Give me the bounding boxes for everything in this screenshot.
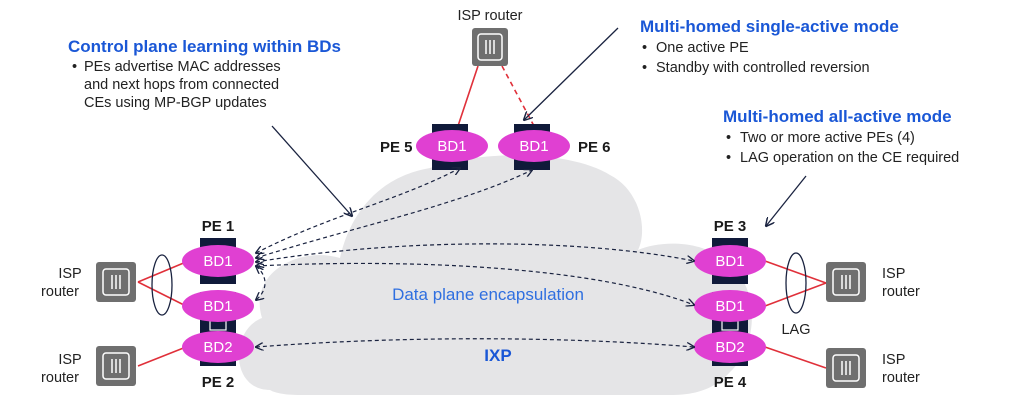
right-isp-router-2-label-router: router — [882, 370, 920, 386]
pe3-bd1 — [694, 245, 766, 277]
data-plane-label: Data plane encapsulation — [392, 285, 584, 304]
pe2-bd2-label: BD2 — [203, 339, 232, 356]
single-active-title: Multi-homed single-active mode — [640, 17, 899, 36]
pe2-pe4-bd2-arrow — [256, 338, 694, 347]
single-active-bullet-dot-2: • — [642, 60, 647, 76]
pe5-bd1-label: BD1 — [437, 138, 466, 155]
all-active-bullet-dot-1: • — [726, 130, 731, 146]
pe1-pe3-arrow — [256, 243, 694, 262]
all-active-bullet-dot-2: • — [726, 150, 731, 166]
right-isp-router-1-label-router: router — [882, 284, 920, 300]
pe2-bd1-label: BD1 — [203, 298, 232, 315]
single-active-bullet-dot-1: • — [642, 40, 647, 56]
right-lag-oval — [785, 252, 807, 314]
isp-router-top-label: ISP router — [457, 8, 522, 24]
pe2-bd1 — [182, 290, 254, 322]
pe1-pe2-arrow — [256, 266, 266, 300]
right-isp-router-1-label-isp: ISP — [882, 266, 905, 282]
pe4-bd1 — [694, 290, 766, 322]
pe4-bd2-label: BD2 — [715, 339, 744, 356]
pe1-label: PE 1 — [202, 218, 235, 235]
pe1-bd1-label: BD1 — [203, 253, 232, 270]
pe6-bd1 — [498, 130, 570, 162]
pe4-bd2 — [694, 331, 766, 363]
ixp-label: IXP — [484, 346, 511, 365]
control-plane-bullet-line-1: PEs advertise MAC addresses — [84, 59, 281, 75]
control-plane-bullet-line-3: CEs using MP-BGP updates — [84, 95, 267, 111]
all-active-bullet-1: Two or more active PEs (4) — [740, 130, 915, 146]
pe3-label: PE 3 — [714, 218, 747, 235]
all-active-title: Multi-homed all-active mode — [723, 107, 952, 126]
pe6-label: PE 6 — [578, 139, 611, 156]
pe2-label: PE 2 — [202, 374, 235, 391]
left-isp1-to-pe2 — [137, 281, 187, 307]
left-lag-oval — [151, 254, 173, 316]
lag-label: LAG — [781, 322, 810, 338]
pe5-to-isp-link — [457, 65, 479, 127]
pe2-bd2 — [182, 331, 254, 363]
pe1-bd1 — [182, 245, 254, 277]
pe6-to-isp-standby-link — [501, 65, 535, 127]
left-isp-router-2-label-isp: ISP — [58, 352, 81, 368]
pe6-bd1-label: BD1 — [519, 138, 548, 155]
all-active-bullet-2: LAG operation on the CE required — [740, 150, 959, 166]
left-isp-router-1-label-router: router — [41, 284, 79, 300]
left-isp1-to-pe1 — [137, 261, 187, 283]
pe5-bd1 — [416, 130, 488, 162]
left-isp2-to-pe2 — [137, 346, 187, 367]
all-active-callout-arrow — [766, 175, 807, 226]
single-active-bullet-2: Standby with controlled reversion — [656, 60, 870, 76]
control-plane-callout-arrow — [271, 125, 352, 216]
pe1-pe4-arrow — [256, 263, 694, 305]
single-active-bullet-1: One active PE — [656, 40, 749, 56]
left-isp-router-1-label-isp: ISP — [58, 266, 81, 282]
pe3-bd1-label: BD1 — [715, 253, 744, 270]
pe1-pe6-arrow — [256, 170, 532, 258]
control-plane-title: Control plane learning within BDs — [68, 37, 341, 56]
control-plane-bullet-dot: • — [72, 59, 77, 75]
pe3-to-right-isp1 — [764, 260, 827, 284]
left-isp-router-2-label-router: router — [41, 370, 79, 386]
pe4-to-right-isp2 — [764, 346, 827, 369]
control-plane-bullet-line-2: and next hops from connected — [84, 77, 279, 93]
right-isp-router-2-label-isp: ISP — [882, 352, 905, 368]
pe4-bd1-label: BD1 — [715, 298, 744, 315]
single-active-callout-arrow — [524, 27, 619, 120]
pe4-label: PE 4 — [714, 374, 747, 391]
pe5-label: PE 5 — [380, 139, 413, 156]
pe4-to-right-isp1 — [764, 282, 827, 307]
